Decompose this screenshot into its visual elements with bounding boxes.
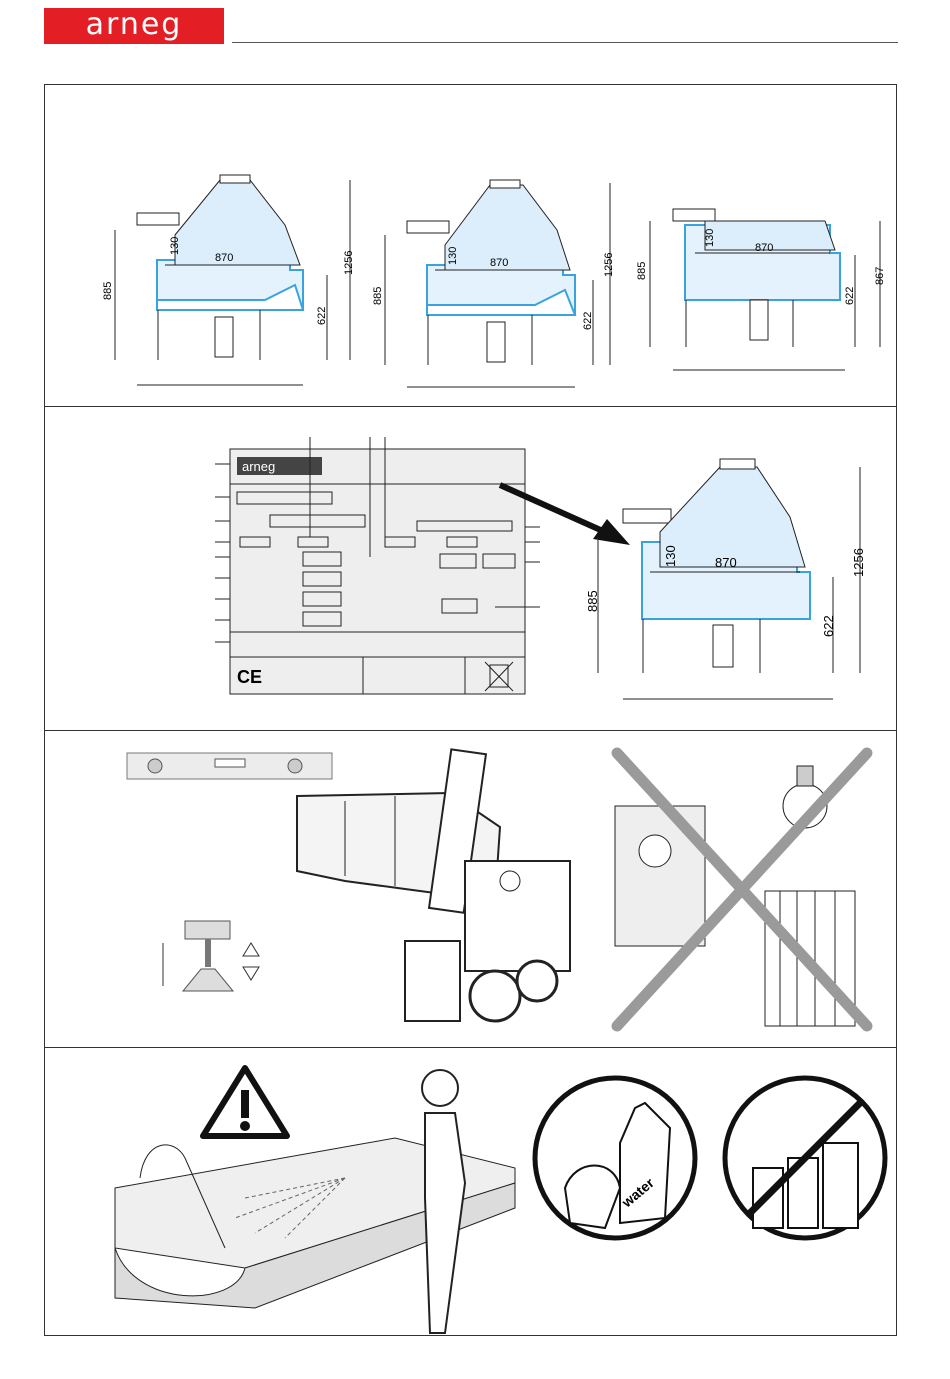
header-divider	[232, 42, 898, 43]
total-height-label: 1256	[343, 251, 355, 275]
total-height-label: 1256	[851, 548, 866, 577]
glass-depth-label: 870	[755, 242, 773, 254]
forklift-icon	[297, 749, 570, 1021]
counter-height-label: 885	[102, 282, 114, 300]
installation-section	[45, 731, 896, 1046]
brand-logo: arneg	[44, 8, 224, 44]
showcase-dimensions-section: 870 130 1256 885 622 870 130 1256 885 62…	[45, 85, 896, 405]
spirit-level-icon	[127, 753, 332, 779]
shelf-height-label: 130	[704, 229, 716, 247]
showcase-unit-detail: 870 130 1256 885 622	[585, 459, 866, 699]
glass-depth-label: 870	[215, 252, 233, 264]
base-height-label: 622	[582, 312, 594, 330]
chemicals-prohibited-icon	[725, 1078, 885, 1238]
total-height-label: 1256	[603, 253, 615, 277]
adjustable-foot-icon	[163, 921, 259, 991]
counter-height-label: 885	[372, 287, 384, 305]
showcase-unit-2: 870 130 1256 885 622	[372, 180, 615, 387]
counter-height-label: 885	[585, 590, 600, 612]
showcase-unit-3: 870 130 867 885 622	[636, 209, 886, 370]
rating-plate-section: arneg CE	[45, 407, 896, 729]
base-height-label: 622	[844, 287, 856, 305]
warning-icon	[203, 1068, 287, 1136]
prohibited-placement-icon	[615, 753, 867, 1026]
showcase-spraying-illustration	[115, 1070, 515, 1333]
base-height-label: 622	[316, 307, 328, 325]
rating-plate: arneg CE	[215, 437, 540, 694]
total-height-label: 867	[874, 267, 886, 285]
cleaning-section: water	[45, 1048, 896, 1335]
counter-height-label: 885	[636, 262, 648, 280]
base-height-label: 622	[821, 615, 836, 637]
spray-bottle-allowed-icon: water	[535, 1078, 695, 1238]
shelf-height-label: 130	[169, 237, 181, 255]
showcase-unit-1: 870 130 1256 885 622	[102, 175, 355, 385]
glass-depth-label: 870	[715, 555, 737, 570]
glass-depth-label: 870	[490, 257, 508, 269]
ce-mark: CE	[237, 667, 262, 687]
shelf-height-label: 130	[447, 247, 459, 265]
shelf-height-label: 130	[663, 545, 678, 567]
plate-logo: arneg	[242, 459, 275, 474]
